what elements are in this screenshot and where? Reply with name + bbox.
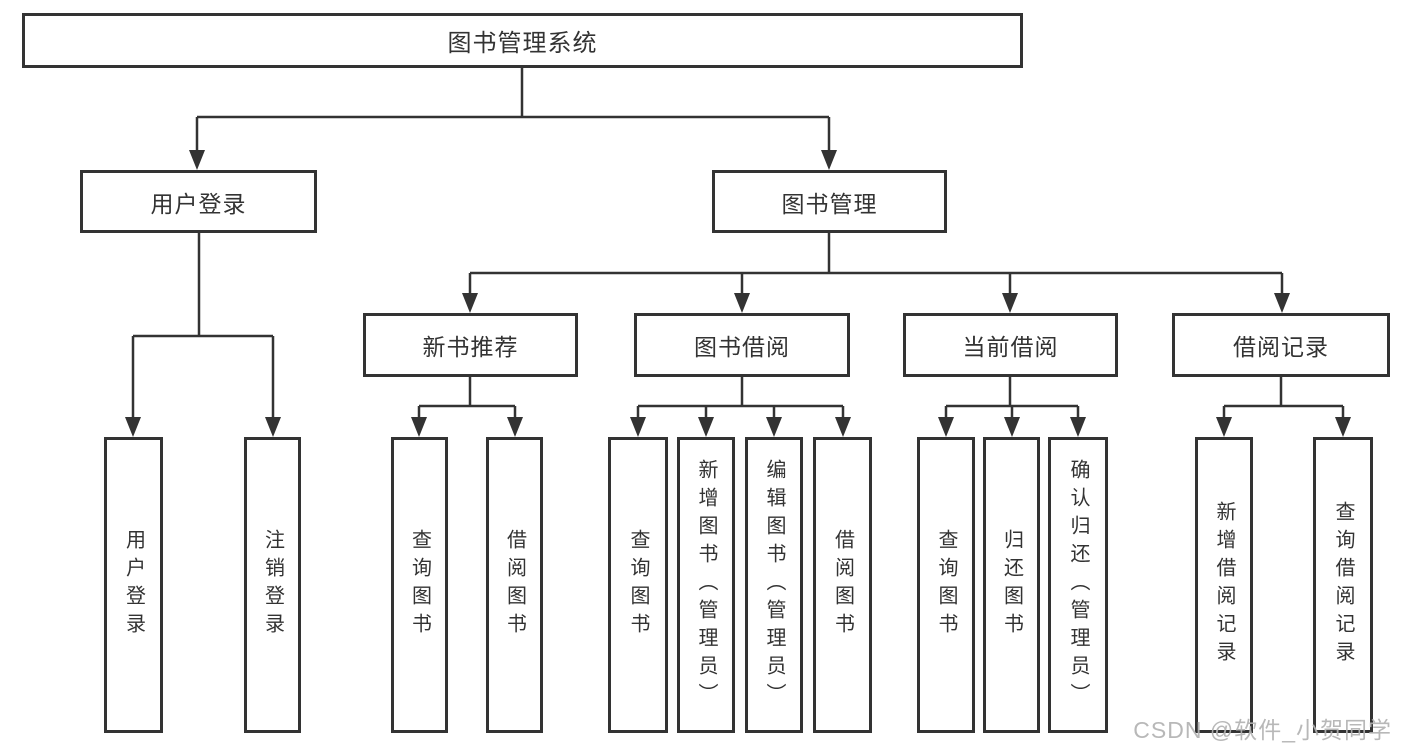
node-label: 用户登录 <box>122 529 145 641</box>
leaf-edit-book-admin: 编辑图书（管理员） <box>745 437 803 733</box>
node-label: 新增借阅记录 <box>1213 501 1235 669</box>
node-current-borrow: 当前借阅 <box>903 313 1118 377</box>
leaf-add-book-admin: 新增图书（管理员） <box>677 437 735 733</box>
node-label: 查询图书 <box>935 529 957 641</box>
node-label: 注销登录 <box>261 529 284 641</box>
node-library-system: 图书管理系统 <box>22 13 1023 68</box>
node-label: 查询图书 <box>627 529 649 641</box>
arrowheads <box>125 150 1351 437</box>
node-label: 借阅图书 <box>831 529 854 641</box>
node-label: 借阅记录 <box>1233 334 1329 360</box>
leaf-query-books-current: 查询图书 <box>917 437 975 733</box>
leaf-borrow-books-recommend: 借阅图书 <box>486 437 543 733</box>
node-borrow-records: 借阅记录 <box>1172 313 1390 377</box>
leaf-borrow-books: 借阅图书 <box>813 437 872 733</box>
node-label: 查询图书 <box>408 529 431 641</box>
node-user-login: 用户登录 <box>80 170 317 233</box>
leaf-user-login: 用户登录 <box>104 437 163 733</box>
leaf-query-books-recommend: 查询图书 <box>391 437 448 733</box>
leaf-return-book: 归还图书 <box>983 437 1040 733</box>
node-label: 查询借阅记录 <box>1332 501 1354 669</box>
leaf-logout: 注销登录 <box>244 437 301 733</box>
node-label: 确认归还（管理员） <box>1067 459 1089 711</box>
node-label: 新增图书（管理员） <box>695 459 717 711</box>
node-label: 图书管理 <box>781 190 878 217</box>
node-label: 编辑图书（管理员） <box>763 459 785 711</box>
node-label: 图书借阅 <box>694 334 790 360</box>
node-label: 借阅图书 <box>503 529 526 641</box>
leaf-query-books-borrow: 查询图书 <box>608 437 668 733</box>
node-label: 图书管理系统 <box>447 30 598 57</box>
node-label: 归还图书 <box>1000 529 1023 641</box>
leaf-confirm-return-admin: 确认归还（管理员） <box>1048 437 1108 733</box>
csdn-watermark: CSDN @软件_小贺同学 <box>1133 717 1392 743</box>
node-label: 当前借阅 <box>962 334 1059 360</box>
node-new-book-recommend: 新书推荐 <box>363 313 578 377</box>
node-label: 用户登录 <box>150 190 247 217</box>
node-label: 新书推荐 <box>422 334 519 360</box>
node-book-borrow: 图书借阅 <box>634 313 850 377</box>
leaf-add-borrow-record: 新增借阅记录 <box>1195 437 1253 733</box>
node-book-management: 图书管理 <box>712 170 947 233</box>
leaf-query-borrow-record: 查询借阅记录 <box>1313 437 1373 733</box>
